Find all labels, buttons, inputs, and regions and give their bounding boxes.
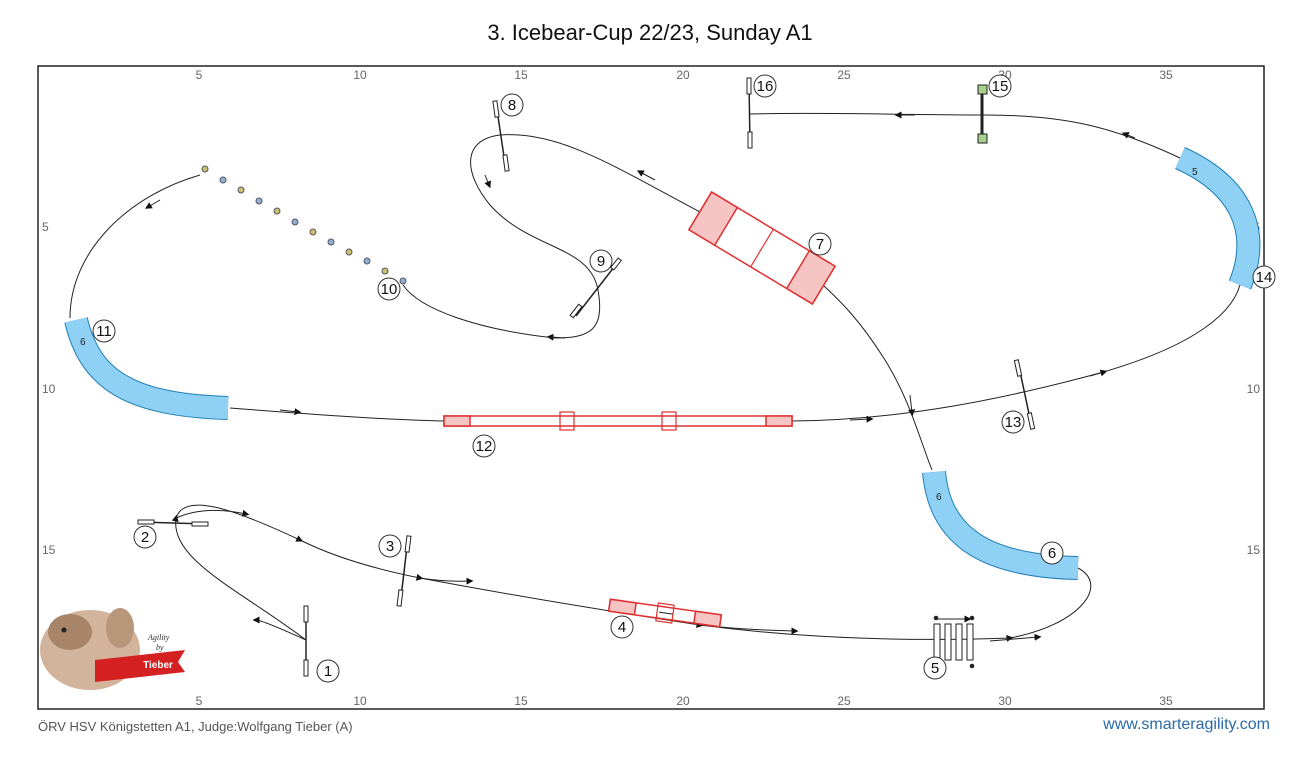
jump-15: [977, 84, 988, 144]
axis-top-35: 35: [1159, 68, 1173, 82]
number-5: 5: [923, 656, 947, 680]
axis-top-25: 25: [837, 68, 851, 82]
svg-text:15: 15: [992, 78, 1009, 95]
axis-bottom: 5 10 15 20 25 30 35: [196, 694, 1173, 708]
axis-top-10: 10: [353, 68, 367, 82]
number-7: 7: [808, 232, 832, 256]
jump-9: [569, 257, 622, 319]
tunnel-6: 6: [922, 470, 1079, 580]
svg-text:Agility: Agility: [147, 633, 170, 642]
axis-left-5: 5: [42, 220, 49, 234]
number-16: 16: [753, 74, 777, 98]
footer-event-info: ÖRV HSV Königstetten A1, Judge:Wolfgang …: [38, 719, 353, 734]
axis-bottom-30: 30: [998, 694, 1012, 708]
axis-top-5: 5: [196, 68, 203, 82]
svg-text:by: by: [156, 643, 164, 652]
svg-text:10: 10: [381, 281, 398, 298]
number-12: 12: [472, 434, 496, 458]
number-10: 10: [377, 277, 401, 301]
number-6: 6: [1040, 541, 1064, 565]
tunnel-11-label: 6: [80, 337, 86, 348]
course-title: 3. Icebear-Cup 22/23, Sunday A1: [487, 20, 813, 45]
number-3: 3: [378, 534, 402, 558]
jump-8: [492, 100, 510, 172]
svg-text:Wolfgang: Wolfgang: [119, 681, 164, 692]
number-8: 8: [500, 93, 524, 117]
svg-text:4: 4: [618, 619, 626, 636]
obstacle-numbers: 1 2 3 4 5 6 7 8 9 10 11 12 13 14 15 16: [92, 74, 1276, 683]
axis-bottom-25: 25: [837, 694, 851, 708]
seesaw-4: [607, 598, 723, 628]
axis-left-10: 10: [42, 382, 56, 396]
aframe-7: [687, 191, 837, 305]
axis-right-15: 15: [1247, 543, 1261, 557]
number-14: 14: [1252, 265, 1276, 289]
footer-website-link[interactable]: www.smarteragility.com: [1103, 716, 1270, 733]
logo-ribbon: [95, 650, 185, 682]
number-15: 15: [988, 74, 1012, 98]
jump-2: [137, 519, 209, 527]
svg-text:12: 12: [476, 438, 493, 455]
logo: Agility by Tieber Wolfgang: [40, 608, 185, 692]
dogwalk-12: [443, 411, 793, 431]
axis-left: 5 10 15: [42, 220, 56, 557]
jump-1: [303, 605, 309, 677]
axis-right-10: 10: [1247, 382, 1261, 396]
jump-3: [396, 535, 412, 607]
tunnel-11: 6: [64, 317, 229, 420]
svg-text:5: 5: [931, 660, 939, 677]
svg-text:8: 8: [508, 97, 516, 114]
axis-bottom-15: 15: [514, 694, 528, 708]
number-1: 1: [316, 659, 340, 683]
number-13: 13: [1001, 410, 1025, 434]
svg-text:7: 7: [816, 236, 824, 253]
svg-text:2: 2: [141, 529, 149, 546]
axis-top: 5 10 15 20 25 30 35: [196, 68, 1173, 82]
axis-left-15: 15: [42, 543, 56, 557]
tunnel-14-label: 5: [1192, 167, 1198, 178]
svg-text:Tieber: Tieber: [143, 660, 173, 671]
svg-text:9: 9: [597, 253, 605, 270]
jump-13: [1013, 359, 1036, 430]
number-2: 2: [133, 525, 157, 549]
tunnel-6-label: 6: [936, 492, 942, 503]
weave-poles-10: [201, 165, 407, 285]
svg-text:3: 3: [386, 538, 394, 555]
jumps: [137, 77, 1036, 677]
svg-text:13: 13: [1005, 414, 1022, 431]
axis-top-15: 15: [514, 68, 528, 82]
axis-bottom-20: 20: [676, 694, 690, 708]
axis-bottom-5: 5: [196, 694, 203, 708]
svg-text:14: 14: [1256, 269, 1273, 286]
jump-16: [746, 77, 753, 149]
number-11: 11: [92, 319, 116, 343]
number-9: 9: [589, 249, 613, 273]
svg-text:1: 1: [324, 663, 332, 680]
axis-bottom-10: 10: [353, 694, 367, 708]
axis-top-20: 20: [676, 68, 690, 82]
number-4: 4: [610, 615, 634, 639]
svg-text:16: 16: [757, 78, 774, 95]
axis-bottom-35: 35: [1159, 694, 1173, 708]
course-frame: [37, 65, 1265, 710]
svg-text:11: 11: [96, 323, 112, 340]
tunnel-14: 5: [1174, 147, 1261, 290]
svg-text:6: 6: [1048, 545, 1056, 562]
